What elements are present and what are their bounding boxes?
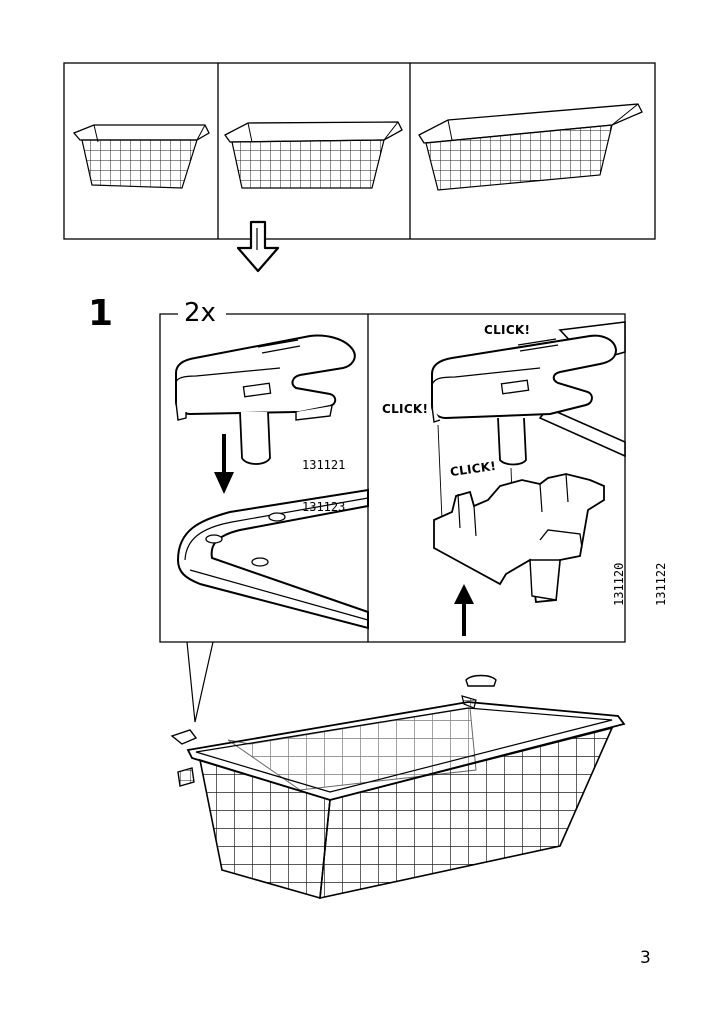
basket-small	[72, 124, 210, 189]
part-number-lower-2: 131122	[654, 562, 668, 606]
quantity-label: 2x	[181, 300, 219, 326]
part-number-upper: 131121 131123	[302, 430, 345, 528]
part-number-lower: 131120 131122	[584, 563, 682, 606]
page-number: 3	[640, 948, 651, 968]
clip-detail-right	[431, 321, 626, 636]
step-detail-frame	[159, 313, 626, 723]
part-number-upper-2: 131123	[302, 500, 346, 514]
down-arrow-icon	[236, 220, 280, 273]
basket-large	[418, 103, 643, 191]
basket-options-panel	[63, 62, 656, 240]
click-label-left: CLICK!	[382, 402, 429, 416]
basket-medium	[224, 121, 403, 189]
part-number-lower-1: 131120	[612, 562, 626, 606]
clip-detail-left	[175, 334, 369, 630]
click-label-top: CLICK!	[484, 323, 531, 337]
part-number-upper-1: 131121	[302, 458, 346, 472]
step-number: 1	[88, 293, 114, 334]
wire-basket-large	[170, 674, 626, 900]
